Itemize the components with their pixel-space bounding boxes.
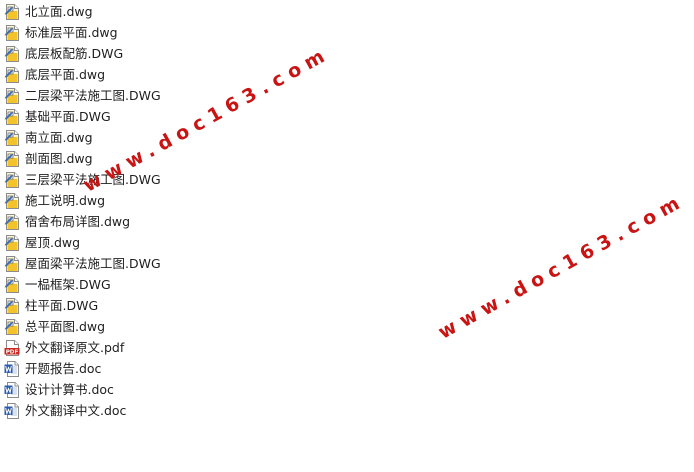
file-item[interactable]: 剖面图.dwg — [4, 148, 224, 169]
dwg-file-icon — [4, 234, 20, 251]
file-item[interactable]: 开题报告.doc — [4, 358, 224, 379]
watermark-text: www.doc163.com — [434, 189, 689, 344]
word-doc-icon — [4, 360, 20, 377]
file-item[interactable]: 宿舍布局详图.dwg — [4, 211, 224, 232]
dwg-file-icon — [4, 318, 20, 335]
file-item[interactable]: 南立面.dwg — [4, 127, 224, 148]
file-item[interactable]: 柱平面.DWG — [4, 295, 224, 316]
dwg-file-icon — [4, 108, 20, 125]
file-name: 屋顶.dwg — [25, 235, 81, 250]
file-name: 剖面图.dwg — [25, 151, 93, 166]
dwg-file-icon — [4, 297, 20, 314]
file-item[interactable]: 三层梁平法施工图.DWG — [4, 169, 224, 190]
file-name: 北立面.dwg — [25, 4, 93, 19]
file-item[interactable]: 屋顶.dwg — [4, 232, 224, 253]
dwg-file-icon — [4, 150, 20, 167]
file-name: 施工说明.dwg — [25, 193, 106, 208]
word-doc-icon — [4, 402, 20, 419]
word-doc-icon — [4, 381, 20, 398]
svg-text:PDF: PDF — [6, 349, 19, 355]
file-item[interactable]: 二层梁平法施工图.DWG — [4, 85, 224, 106]
file-item[interactable]: 屋面梁平法施工图.DWG — [4, 253, 224, 274]
file-name: 标准层平面.dwg — [25, 25, 118, 40]
file-name: 基础平面.DWG — [25, 109, 111, 124]
file-name: 二层梁平法施工图.DWG — [25, 88, 161, 103]
file-name: 开题报告.doc — [25, 361, 102, 376]
file-name: 屋面梁平法施工图.DWG — [25, 256, 161, 271]
file-item[interactable]: 一榀框架.DWG — [4, 274, 224, 295]
file-item[interactable]: 外文翻译中文.doc — [4, 400, 224, 421]
file-item[interactable]: PDF 外文翻译原文.pdf — [4, 337, 224, 358]
file-name: 底层板配筋.DWG — [25, 46, 124, 61]
file-item[interactable]: 底层平面.dwg — [4, 64, 224, 85]
file-item[interactable]: 设计计算书.doc — [4, 379, 224, 400]
file-item[interactable]: 施工说明.dwg — [4, 190, 224, 211]
dwg-file-icon — [4, 171, 20, 188]
file-name: 外文翻译原文.pdf — [25, 340, 125, 355]
file-name: 底层平面.dwg — [25, 67, 106, 82]
file-item[interactable]: 标准层平面.dwg — [4, 22, 224, 43]
dwg-file-icon — [4, 192, 20, 209]
file-name: 一榀框架.DWG — [25, 277, 111, 292]
file-name: 三层梁平法施工图.DWG — [25, 172, 161, 187]
file-list: 北立面.dwg 标准层平面.dwg 底层板配筋.DWG 底层平面.dwg 二层梁平法施工… — [4, 1, 224, 421]
file-item[interactable]: 基础平面.DWG — [4, 106, 224, 127]
file-name: 外文翻译中文.doc — [25, 403, 127, 418]
dwg-file-icon — [4, 87, 20, 104]
file-item[interactable]: 总平面图.dwg — [4, 316, 224, 337]
dwg-file-icon — [4, 213, 20, 230]
pdf-file-icon: PDF — [4, 339, 20, 356]
file-name: 柱平面.DWG — [25, 298, 99, 313]
file-name: 设计计算书.doc — [25, 382, 114, 397]
dwg-file-icon — [4, 66, 20, 83]
file-name: 南立面.dwg — [25, 130, 93, 145]
dwg-file-icon — [4, 255, 20, 272]
dwg-file-icon — [4, 45, 20, 62]
dwg-file-icon — [4, 3, 20, 20]
dwg-file-icon — [4, 129, 20, 146]
file-name: 总平面图.dwg — [25, 319, 106, 334]
dwg-file-icon — [4, 276, 20, 293]
file-item[interactable]: 底层板配筋.DWG — [4, 43, 224, 64]
dwg-file-icon — [4, 24, 20, 41]
file-item[interactable]: 北立面.dwg — [4, 1, 224, 22]
file-name: 宿舍布局详图.dwg — [25, 214, 131, 229]
